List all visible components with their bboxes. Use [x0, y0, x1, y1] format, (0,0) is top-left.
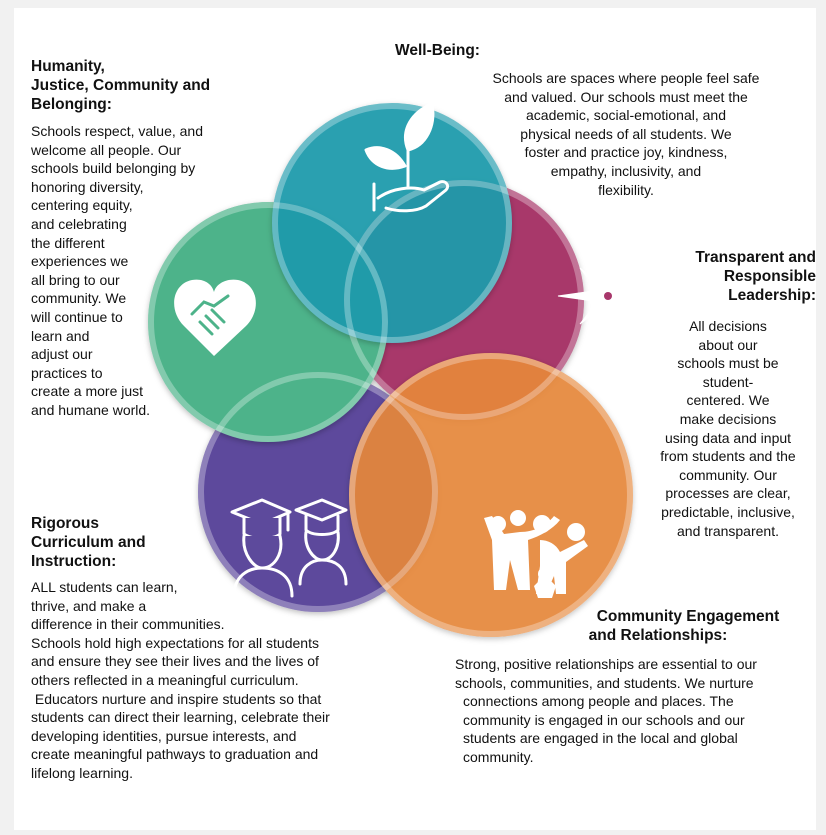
community-body-line: community is engaged in our schools and … [463, 711, 745, 728]
wellbeing-body-line: empathy, inclusivity, and [550, 162, 702, 179]
curriculum-title: Rigorous Curriculum and Instruction: [31, 514, 451, 571]
community-title-line: Community Engagement [596, 608, 780, 625]
humanity-body-line: experiences we [31, 253, 129, 270]
curriculum-body-line: Schools hold high expectations for all s… [31, 634, 319, 651]
leadership-body-line: All decisions [689, 318, 767, 334]
curriculum-body-line: and ensure they see their lives and the … [31, 653, 319, 670]
wellbeing-body-line: academic, social-emotional, and [526, 107, 726, 124]
community-body-line: students are engaged in the local and gl… [463, 730, 738, 747]
leadership-body-line: schools must be [677, 355, 779, 372]
wellbeing-body: Schools are spaces where people feel saf… [456, 69, 796, 199]
wellbeing-body-line: flexibility. [598, 181, 654, 198]
leadership-body-line: make decisions [679, 410, 777, 427]
community-body: Strong, positive relationships are essen… [455, 655, 820, 767]
wellbeing-body-line: foster and practice joy, kindness, [524, 144, 728, 161]
people-group-icon [484, 510, 588, 598]
curriculum-body-line: Educators nurture and inspire students s… [31, 690, 322, 707]
community-body-line: Strong, positive relationships are essen… [455, 656, 757, 672]
curriculum-body-line: others reflected in a meaningful curricu… [31, 671, 299, 688]
humanity-body-line: welcome all people. Our [31, 141, 182, 158]
humanity-body-line: all bring to our [31, 271, 120, 288]
humanity-title-line: Justice, Community and [31, 77, 211, 94]
leadership-body-line: processes are clear, [665, 485, 791, 502]
humanity-body-line: Schools respect, value, and [31, 123, 203, 139]
leadership-body-line: and transparent. [677, 522, 779, 539]
curriculum-body-line: lifelong learning. [31, 764, 133, 781]
community-title-line: and Relationships: [588, 627, 728, 644]
leadership-title-line: Responsible [723, 268, 816, 285]
humanity-body-line: practices to [31, 364, 103, 381]
curriculum-title-line: Curriculum and [31, 534, 146, 551]
graduates-icon [230, 498, 348, 598]
humanity-body-line: learn and [31, 327, 90, 344]
leadership-body-line: using data and input [664, 429, 792, 446]
leadership-title: Transparent and Responsible Leadership: [640, 248, 816, 305]
wellbeing-body-line: physical needs of all students. We [520, 125, 732, 142]
circle-outlines [148, 103, 633, 637]
humanity-title: Humanity, Justice, Community and Belongi… [31, 57, 261, 114]
humanity-title-line: Humanity, [31, 58, 105, 75]
circle-wellbeing [272, 103, 512, 343]
section-curriculum: Rigorous Curriculum and Instruction: ALL… [31, 514, 451, 783]
humanity-body: Schools respect, value, and welcome all … [31, 122, 261, 420]
humanity-body-line: community. We [31, 290, 127, 307]
leadership-body-line: student- [702, 373, 754, 390]
humanity-body-line: and celebrating [31, 215, 127, 232]
leadership-title-line: Transparent and [695, 249, 816, 266]
humanity-body-line: honoring diversity, [31, 178, 144, 195]
wellbeing-title: Well-Being: [395, 41, 515, 60]
community-body-line: community. [463, 748, 534, 765]
sprout-in-hand-icon [364, 102, 450, 213]
wellbeing-body-line: and valued. Our schools must meet the [504, 88, 748, 105]
curriculum-title-line: Rigorous [31, 515, 100, 532]
curriculum-body-line: students can direct their learning, cele… [31, 709, 330, 726]
wellbeing-body-line: Schools are spaces where people feel saf… [492, 70, 760, 86]
curriculum-title-line: Instruction: [31, 553, 117, 570]
leadership-body-line: predictable, inclusive, [661, 503, 795, 520]
section-humanity: Humanity, Justice, Community and Belongi… [31, 57, 261, 420]
community-body-line: connections among people and places. The [463, 693, 734, 710]
leadership-body-line: about our [698, 336, 758, 353]
leadership-body-line: community. Our [679, 466, 777, 483]
curriculum-body-line: developing identities, pursue interests,… [31, 727, 297, 744]
humanity-body-line: will continue to [31, 308, 123, 325]
humanity-title-line: Belonging: [31, 96, 112, 113]
curriculum-body-line: difference in their communities. [31, 616, 225, 633]
leadership-body-line: centered. We [686, 392, 770, 409]
humanity-body-line: adjust our [31, 346, 93, 363]
humanity-body-line: centering equity, [31, 197, 133, 214]
curriculum-body-line: thrive, and make a [31, 597, 147, 614]
compass-rose-icon [557, 245, 659, 347]
curriculum-body-line: ALL students can learn, [31, 579, 178, 595]
community-title: Community Engagement and Relationships: [560, 607, 816, 645]
heart-handshake-icon [174, 279, 256, 356]
leadership-body: All decisions about our schools must be … [640, 317, 816, 540]
humanity-body-line: create a more just [31, 383, 144, 400]
curriculum-body: ALL students can learn, thrive, and make… [31, 578, 451, 783]
humanity-body-line: schools build belonging by [31, 160, 196, 177]
wellbeing-title-line: Well-Being: [395, 42, 480, 59]
humanity-body-line: the different [31, 234, 105, 251]
curriculum-body-line: create meaningful pathways to graduation… [31, 746, 319, 763]
leadership-body-line: from students and the [660, 448, 796, 465]
leadership-title-line: Leadership: [728, 287, 816, 304]
community-body-line: schools, communities, and students. We n… [455, 674, 754, 691]
humanity-body-line: and humane world. [31, 401, 151, 418]
